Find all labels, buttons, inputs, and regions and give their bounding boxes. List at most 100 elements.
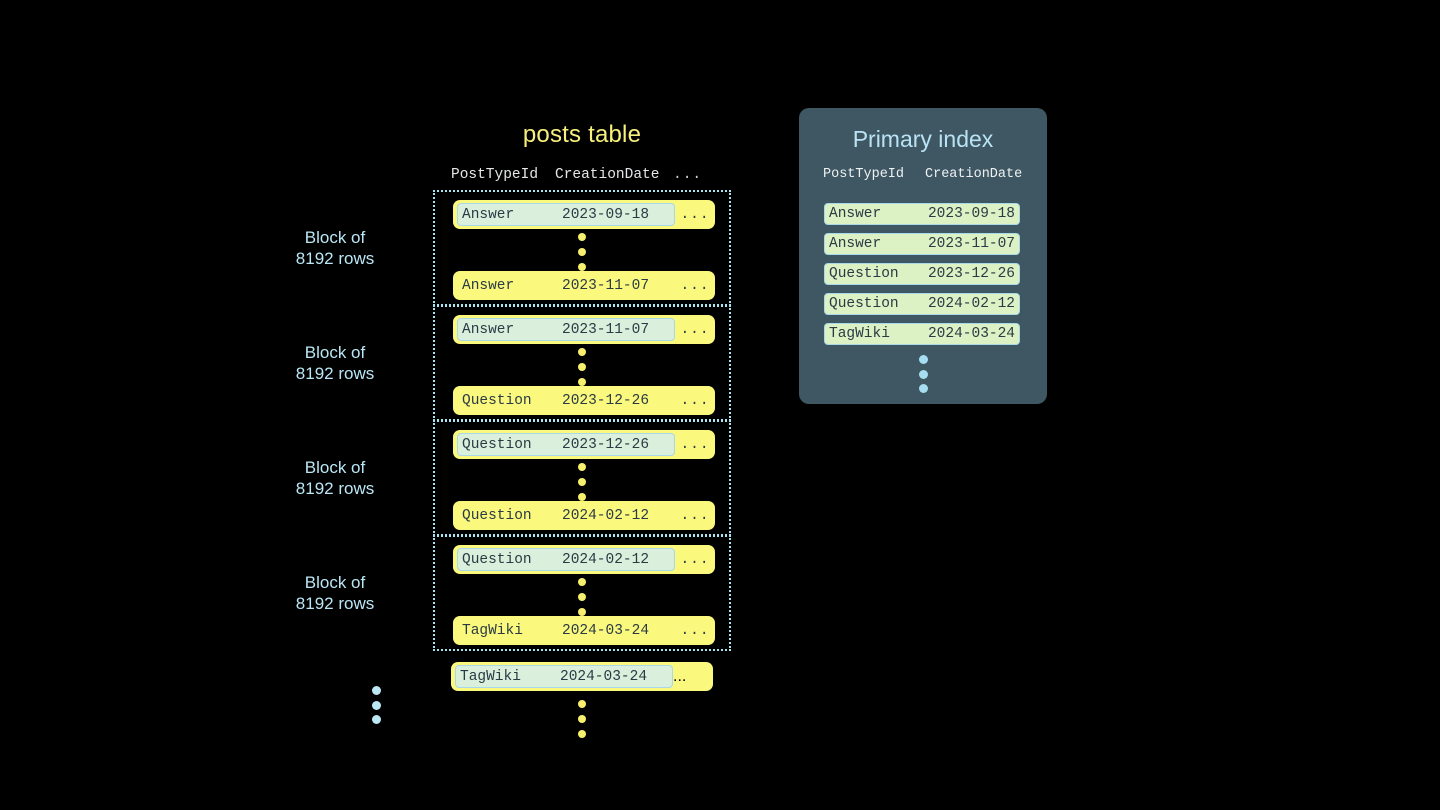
posts-table-column-headers: PostTypeId CreationDate ... [451,166,713,184]
cell-creationdate: 2024-03-24 [560,668,648,685]
row-cell-group: Answer 2023-11-07 [457,274,675,297]
index-row: Answer 2023-09-18 [824,203,1020,225]
table-row: Question 2023-12-26 ... [453,386,715,415]
dot-icon [918,355,928,364]
row-cell-group-highlighted: TagWiki 2024-03-24 [455,665,673,688]
index-row: Question 2024-02-12 [824,293,1020,315]
primary-index-panel: Primary index PostTypeId CreationDate An… [799,108,1047,404]
cell-creationdate: 2024-02-12 [927,296,1015,312]
posts-table-title: posts table [522,121,642,148]
posts-table-blocks: Block of 8192 rows Answer 2023-09-18 ...… [296,190,731,651]
row-continuation-dots [435,348,729,386]
block-label: Block of 8192 rows [295,458,375,498]
block-continuation-dots [361,686,391,724]
block-label: Block of 8192 rows [295,228,375,268]
dot-icon [578,715,586,723]
cell-creationdate: 2023-12-26 [562,392,650,409]
cell-ellipsis: ... [680,206,710,223]
cell-posttypeid: Question [829,296,899,312]
row-continuation-dots [435,578,729,616]
cell-posttypeid: Question [462,392,532,409]
dot-icon [578,263,586,271]
cell-creationdate: 2023-12-26 [562,436,650,453]
dot-icon [371,715,381,724]
row-cell-group-highlighted: Question 2023-12-26 [457,433,675,456]
cell-creationdate: 2024-02-12 [562,551,650,568]
column-header-creationdate: CreationDate [925,167,1023,182]
table-block: Block of 8192 rows Question 2023-12-26 .… [296,420,731,536]
column-header-ellipsis: ... [673,167,703,183]
dot-icon [371,700,381,710]
column-header-posttypeid: PostTypeId [451,167,539,183]
cell-posttypeid: Answer [829,206,882,222]
index-row: TagWiki 2024-03-24 [824,323,1020,345]
primary-index-continuation-dots [799,355,1047,393]
cell-creationdate: 2023-12-26 [927,266,1015,282]
cell-creationdate: 2024-03-24 [927,326,1015,342]
table-block: Block of 8192 rows Answer 2023-09-18 ...… [296,190,731,306]
row-continuation-dots [435,463,729,501]
block-label: Block of 8192 rows [295,343,375,383]
cell-posttypeid: Question [462,507,532,524]
dot-icon [578,700,586,708]
cell-creationdate: 2023-11-07 [927,236,1015,252]
cell-ellipsis: ... [680,622,710,639]
table-row: Answer 2023-11-07 ... [453,315,715,344]
cell-creationdate: 2023-11-07 [562,321,650,338]
cell-posttypeid: Question [462,436,532,453]
table-row: TagWiki 2024-03-24 ... [453,616,715,645]
dot-icon [578,730,586,738]
row-cell-group: TagWiki 2024-03-24 [457,619,675,642]
dot-icon [578,233,586,241]
primary-index-title: Primary index [852,126,994,152]
dot-icon [578,248,586,256]
table-row: Question 2024-02-12 ... [453,501,715,530]
row-cell-group-highlighted: Answer 2023-11-07 [457,318,675,341]
cell-ellipsis: ... [680,392,710,409]
dot-icon [578,348,586,356]
cell-creationdate: 2024-03-24 [562,622,650,639]
table-row-trailing: TagWiki 2024-03-24 ... [451,662,713,691]
row-cell-group-highlighted: Answer 2023-09-18 [457,203,675,226]
row-continuation-dots [435,233,729,271]
cell-ellipsis: ... [680,551,710,568]
cell-creationdate: 2023-09-18 [927,206,1015,222]
table-continuation-dots [567,700,597,738]
table-row: Answer 2023-09-18 ... [453,200,715,229]
dot-icon [578,363,586,371]
dot-icon [371,686,381,695]
cell-creationdate: 2024-02-12 [562,507,650,524]
cell-ellipsis: ... [680,321,710,338]
dot-icon [578,593,586,601]
dot-icon [578,608,586,616]
table-row: Question 2024-02-12 ... [453,545,715,574]
dot-icon [918,384,928,393]
primary-index-column-headers: PostTypeId CreationDate [823,167,1023,182]
dot-icon [578,578,586,586]
dot-icon [918,369,928,379]
row-cell-group: Question 2023-12-26 [457,389,675,412]
table-row: Question 2023-12-26 ... [453,430,715,459]
cell-ellipsis: ... [680,507,710,524]
index-row: Answer 2023-11-07 [824,233,1020,255]
cell-posttypeid: TagWiki [462,622,523,639]
primary-index-rows: Answer 2023-09-18 Answer 2023-11-07 Ques… [824,203,1020,353]
table-block: Block of 8192 rows Question 2024-02-12 .… [296,535,731,651]
cell-posttypeid: Question [462,551,532,568]
cell-creationdate: 2023-11-07 [562,277,650,294]
dot-icon [578,478,586,486]
cell-posttypeid: Question [829,266,899,282]
cell-ellipsis: ... [680,436,710,453]
cell-posttypeid: Answer [829,236,882,252]
index-row: Question 2023-12-26 [824,263,1020,285]
dot-icon [578,378,586,386]
column-header-creationdate: CreationDate [555,167,660,183]
row-cell-group-highlighted: Question 2024-02-12 [457,548,675,571]
dot-icon [578,463,586,471]
cell-posttypeid: TagWiki [829,326,890,342]
cell-creationdate: 2023-09-18 [562,206,650,223]
dot-icon [578,493,586,501]
cell-posttypeid: TagWiki [460,668,521,685]
table-block: Block of 8192 rows Answer 2023-11-07 ...… [296,305,731,421]
